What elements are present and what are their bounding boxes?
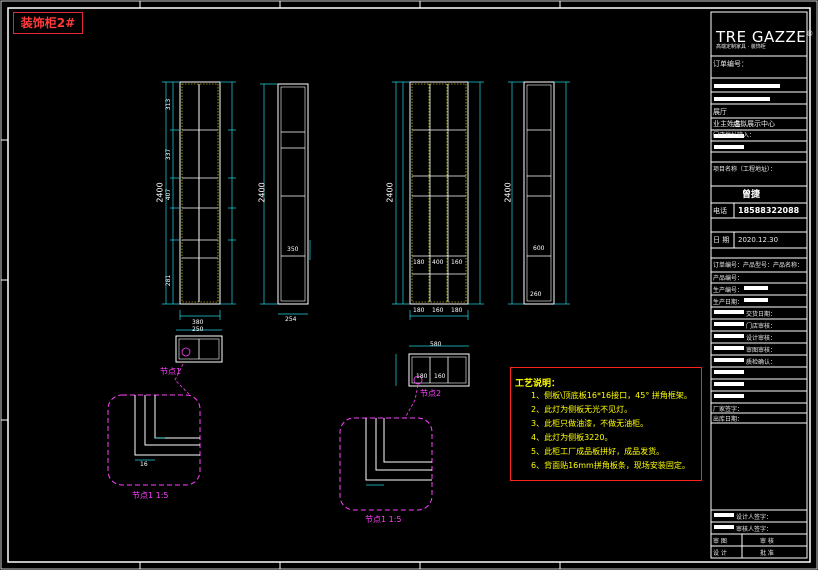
tb-bottom-right-1: 批 准	[760, 550, 774, 557]
title-block-fills	[714, 84, 780, 529]
company-field: 展厅	[713, 108, 727, 116]
dim-a-side-h: 2400	[257, 182, 267, 203]
dim-a-width: 380	[192, 319, 204, 326]
dim-a-shelf-3: 407	[165, 188, 173, 201]
tb-row-9: 出库日期：	[713, 416, 744, 423]
dim-b-total: 2400	[385, 182, 395, 203]
center-field: 虚拟展示中心	[733, 120, 775, 128]
product-line: 订单编号：产品型号：产品名称：	[713, 262, 804, 269]
process-notes-box: 工艺说明： 1、侧板\顶底板16*16接口，45° 拼角框架。 2、此灯为侧板无…	[510, 367, 702, 481]
dim-small: 16	[140, 461, 148, 468]
brand-name: TRE GAZZE	[716, 28, 807, 46]
process-note-2: 2、此灯为侧板无光不见灯。	[531, 405, 633, 414]
dim-b-side-d: 260	[530, 291, 542, 298]
tb-row-6: 审图审核：	[746, 347, 777, 354]
process-note-3: 3、此柜只做油漆，不做无油柜。	[531, 419, 649, 428]
tb-row-7: 质检确认：	[746, 359, 777, 366]
tb-bottom-0: 设计人签字：	[736, 514, 773, 521]
frame-ticks	[1, 1, 561, 569]
address-field: 门店地址输入：	[713, 132, 756, 139]
phone-number: 18588322088	[738, 206, 800, 215]
brand-logo: TRE GAZZE®	[716, 26, 814, 45]
tb-bottom-2: 审 图	[713, 538, 727, 545]
view-a-front-elevation	[162, 81, 236, 320]
dim-c-w: 180	[416, 373, 428, 380]
dim-b-sec-c: 180	[413, 259, 425, 266]
drawing-tag: 装饰柜2#	[13, 12, 83, 34]
detail-2-callout	[339, 384, 433, 511]
customer-field: 业主姓名：	[713, 120, 748, 128]
view-a-side-section	[260, 83, 311, 315]
dim-b-shelf: 600	[533, 245, 545, 252]
brand-tagline: 高端定制家具 · 装饰柜	[716, 44, 766, 50]
dim-a-shelf-1: 313	[165, 98, 173, 111]
tb-row-8: 厂家签字：	[713, 406, 744, 413]
date-value: 2020.12.30	[738, 236, 779, 244]
dim-c-plan: 580	[430, 341, 442, 348]
process-notes-title: 工艺说明：	[515, 379, 561, 389]
plan-b-top-view	[395, 345, 470, 387]
order-no-label: 订单编号：	[713, 60, 748, 68]
dim-c-d: 160	[434, 373, 446, 380]
designer-name: 曾捷	[742, 190, 761, 200]
process-note-1: 1、侧板\顶底板16*16接口，45° 拼角框架。	[531, 391, 692, 400]
view-b-front-elevation	[392, 81, 484, 320]
process-note-4: 4、此灯为侧板3220。	[531, 433, 613, 442]
tb-row-4: 门店审核：	[746, 323, 777, 330]
tb-row-3: 交货日期：	[746, 311, 777, 318]
detail-1-caption: 节点1 1:5	[132, 491, 169, 500]
dim-a-shelf-4: 281	[165, 274, 173, 287]
dim-a-shelf-2: 337	[165, 148, 173, 161]
dim-b-w2: 160	[432, 307, 444, 314]
tb-row-1: 生产编号：	[713, 287, 744, 294]
process-note-5: 5、此柜工厂成品板拼好，成品发货。	[531, 447, 665, 456]
process-note-6: 6、背面贴16mm拼角板条，现场安装固定。	[531, 461, 690, 470]
dim-b-section: 400	[432, 259, 444, 266]
dim-b-w3: 180	[451, 307, 463, 314]
tb-row-5: 设计审核：	[746, 335, 777, 342]
tb-row-2: 生产日期：	[713, 299, 744, 306]
title-block	[710, 11, 808, 559]
detail-1-callout	[107, 363, 201, 486]
inner-border	[7, 7, 811, 563]
tb-bottom-right-0: 审 核	[760, 538, 774, 545]
tb-bottom-1: 审核人签字：	[736, 526, 773, 533]
date-label: 日 期	[713, 236, 730, 244]
plan-a-top-view	[175, 329, 223, 363]
phone-label: 电话	[713, 207, 727, 215]
detail-1-tag: 节点1	[160, 367, 182, 376]
tb-row-0: 产品编号：	[713, 275, 744, 282]
tb-bottom-3: 设 计	[713, 550, 727, 557]
detail-2-tag: 节点2	[420, 389, 442, 398]
detail-2-caption: 节点1 1:5	[365, 515, 402, 524]
dim-a-depth: 250	[192, 326, 204, 333]
dim-b-side-h: 2400	[503, 182, 513, 203]
dim-a-side-d: 254	[285, 316, 297, 323]
project-field: 项目名称（工程地址）：	[713, 166, 777, 173]
dim-b-w1: 180	[413, 307, 425, 314]
view-b-side-section	[508, 81, 570, 305]
dim-b-sec-d: 160	[451, 259, 463, 266]
dim-a-section: 350	[287, 246, 299, 253]
registered-mark: ®	[806, 30, 814, 38]
